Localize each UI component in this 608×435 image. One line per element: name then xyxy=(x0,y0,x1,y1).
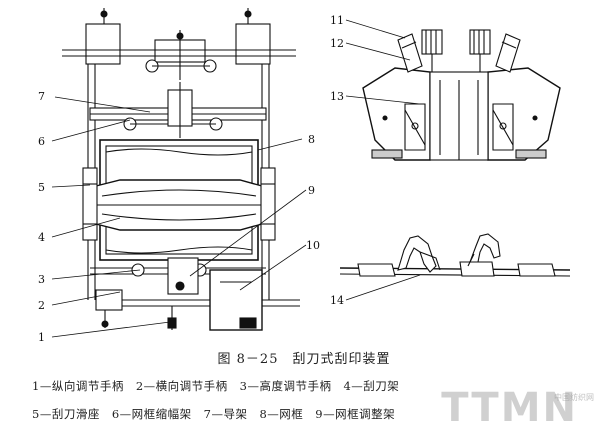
callout-4: 4 xyxy=(38,231,45,244)
callout-6: 6 xyxy=(38,135,45,148)
callout-3: 3 xyxy=(38,273,45,286)
callout-10: 10 xyxy=(306,239,320,252)
plan-view xyxy=(62,8,300,331)
callout-14: 14 xyxy=(330,294,344,307)
callout-7: 7 xyxy=(38,90,45,103)
callout-5: 5 xyxy=(38,181,45,194)
left-leader-lines xyxy=(51,96,307,338)
callout-labels: 7 6 5 4 3 2 1 8 9 10 11 12 13 14 xyxy=(38,14,344,344)
legend-line-1: 1—纵向调节手柄 2—横向调节手柄 3—高度调节手柄 4—刮刀架 xyxy=(32,379,400,393)
callout-13: 13 xyxy=(330,90,344,103)
callout-9: 9 xyxy=(308,184,315,197)
leader-14 xyxy=(345,274,421,301)
side-section-view xyxy=(362,29,561,161)
squeegee-profile-view xyxy=(339,233,571,277)
callout-8: 8 xyxy=(308,133,315,146)
callout-12: 12 xyxy=(330,37,344,50)
figure-caption: 图 8－25 刮刀式刮印装置 xyxy=(217,352,391,367)
callout-2: 2 xyxy=(38,299,45,312)
callout-11: 11 xyxy=(330,14,344,27)
callout-1: 1 xyxy=(38,331,45,344)
watermark-logo: TTMN xyxy=(441,385,578,431)
watermark-subtext: 中国纺织网 xyxy=(554,393,594,402)
right-top-leader-lines xyxy=(345,19,421,105)
legend-line-2: 5—刮刀滑座 6—网框缩幅架 7—导架 8—网框 9—网框调整架 xyxy=(32,407,396,421)
